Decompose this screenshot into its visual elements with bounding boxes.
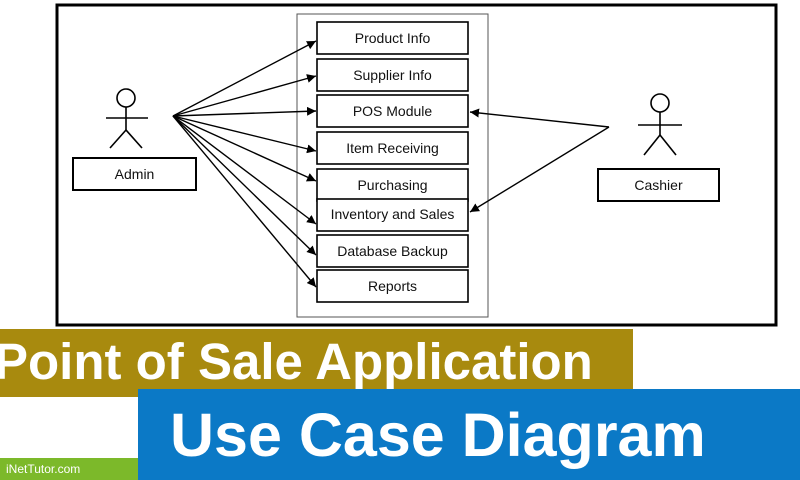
use-case-supplier-info-box [316, 58, 469, 92]
admin-label-box [72, 157, 197, 191]
cashier-label: Cashier [634, 177, 683, 193]
admin-arrow-supplier-info [172, 74, 317, 117]
admin-arrow-database-backup [172, 115, 317, 256]
use-case-supplier-info: Supplier Info [353, 67, 432, 83]
banner-title-line1: Point of Sale Application [0, 333, 593, 390]
credit-bar: iNetTutor.com [0, 458, 138, 480]
admin-arrow-purchasing [172, 115, 317, 182]
admin-arrow-pos-module [172, 106, 317, 117]
use-case-item-receiving: Item Receiving [346, 140, 439, 156]
credit-text: iNetTutor.com [6, 462, 81, 476]
use-case-product-info-box [316, 21, 469, 55]
use-case-database-backup: Database Backup [337, 243, 448, 259]
admin-label: Admin [115, 166, 155, 182]
use-case-purchasing: Purchasing [357, 177, 427, 193]
admin-arrow-reports [172, 115, 317, 288]
cashier-arrow-inventory-and-sales [469, 126, 610, 213]
use-case-reports-box [316, 269, 469, 303]
use-case-pos-module: POS Module [353, 103, 433, 119]
use-case-reports: Reports [368, 278, 417, 294]
use-case-item-receiving-box [316, 131, 469, 165]
cashier-actor-figure [638, 93, 682, 156]
cashier-arrow-pos-module [469, 108, 610, 128]
use-case-inventory-and-sales: Inventory and Sales [331, 206, 455, 222]
admin-arrow-product-info [172, 40, 317, 117]
use-case-database-backup-box [316, 234, 469, 268]
cashier-label-box [597, 168, 720, 202]
use-case-product-info: Product Info [355, 30, 431, 46]
use-case-inventory-and-sales-box [316, 198, 469, 232]
title-banner-gold: Point of Sale Application [0, 329, 633, 397]
admin-arrow-inventory-and-sales [172, 115, 317, 225]
title-banner-blue: Use Case Diagram [138, 389, 800, 480]
admin-arrow-item-receiving [172, 115, 317, 154]
banner-title-line2: Use Case Diagram [170, 401, 706, 469]
use-case-pos-module-box [316, 94, 469, 128]
admin-actor-figure [106, 88, 148, 149]
